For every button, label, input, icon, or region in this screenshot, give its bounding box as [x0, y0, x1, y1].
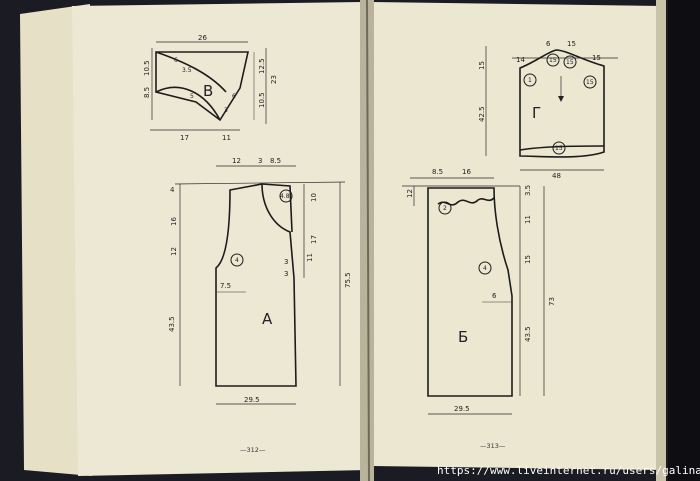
pattern-b-letter: В [203, 82, 213, 100]
pattern-b-dim-inner-d: 6 [232, 93, 236, 100]
pattern-g-dim-bottom: 48 [552, 172, 561, 180]
pattern-b-upper-curve [155, 51, 227, 93]
pattern-g-letter: Г [532, 104, 541, 122]
pattern-a-dim-collar-a: 3 [284, 258, 288, 266]
pattern-bb-outline [427, 187, 513, 397]
pattern-g-marker-4: 15 [586, 79, 594, 86]
pattern-a-neck-marker-circle [279, 189, 293, 203]
pattern-a-neck-marker: 4.8 [280, 193, 290, 200]
pattern-g-marker-3: 15 [566, 59, 574, 66]
pattern-bb-letter: Б [458, 328, 468, 346]
pattern-b-dim-inner-b: 6 [174, 57, 178, 64]
pattern-g-marker-5: 15 [555, 145, 563, 152]
pattern-bb-neck-marker-circle [438, 201, 452, 215]
pattern-a-side-marker: 4 [235, 257, 239, 264]
pattern-bb-dim-left-a: 12 [406, 189, 414, 198]
pattern-b-inner-curve [155, 86, 221, 121]
pattern-g-marker-3-circle [563, 55, 577, 69]
pattern-g-marker-2-circle [546, 53, 560, 67]
pattern-g-marker-1: 1 [528, 77, 532, 84]
pattern-b-dim-left-outer: 10.5 [143, 60, 151, 76]
pattern-bb-neck-marker: 2 [443, 205, 447, 212]
pattern-a-dim-right-c: 11 [306, 253, 314, 262]
right-page-edge [656, 0, 666, 481]
pattern-a-outline [215, 183, 297, 387]
pattern-a-dim-top-a: 12 [232, 157, 241, 165]
pattern-a-dim-top-b: 3 [258, 157, 262, 165]
pattern-bb-piece: 8.5 16 12 3.5 11 15 43.5 73 6 29.5 2 4 Б [402, 168, 556, 415]
pattern-b-dim-right-upper: 12.5 [258, 58, 266, 74]
pattern-b-dim-top: 26 [198, 34, 207, 42]
pattern-g-marker-4-circle [583, 75, 597, 89]
pattern-a-collar-strip [261, 183, 293, 233]
pattern-a-letter: А [262, 310, 273, 328]
pattern-a-dim-left-b: 16 [170, 217, 178, 226]
pattern-b-piece: 26 10.5 8.5 12.5 23 10.5 17 11 3.5 6 5 6… [143, 34, 278, 142]
pattern-g-band-curve [519, 145, 605, 151]
pattern-bb-side-marker: 4 [483, 265, 487, 272]
page-number-right: —313— [480, 442, 506, 450]
pattern-g-piece: 14 6 15 15 15 42.5 48 1 15 15 15 15 Г [478, 40, 618, 180]
page-right [370, 2, 664, 470]
page-left [72, 2, 368, 476]
pattern-g-arrow-head [558, 96, 564, 102]
watermark-url[interactable]: https://www.liveinternet.ru/users/galina [437, 464, 700, 477]
pattern-a-dim-right-total: 75.5 [344, 272, 352, 288]
pattern-b-dim-inner-a: 3.5 [182, 67, 192, 74]
pattern-bb-neck-wave [437, 197, 495, 206]
pattern-bb-dim-right-b: 11 [524, 215, 532, 224]
pattern-b-dim-inner-c: 5 [190, 93, 194, 100]
pattern-b-dim-right-total: 23 [270, 75, 278, 84]
pattern-bb-dim-bottom: 29.5 [454, 405, 470, 413]
pattern-a-dim-collar-b: 3 [284, 270, 288, 278]
pattern-a-dim-right-a: 10 [310, 193, 318, 202]
pattern-g-dim-top-c: 15 [567, 40, 576, 48]
pattern-bb-dim-right-a: 3.5 [524, 185, 532, 196]
pattern-a-dim-bottom: 29.5 [244, 396, 260, 404]
pattern-g-marker-1-circle [523, 73, 537, 87]
pattern-bb-dim-right-d: 43.5 [524, 326, 532, 342]
pattern-g-marker-2: 15 [549, 57, 557, 64]
pattern-a-piece: 12 3 8.5 4 16 12 43.5 10 17 11 75.5 3 3 … [168, 157, 352, 405]
pattern-b-dim-right-lower: 10.5 [258, 92, 266, 108]
pattern-g-dim-left-b: 42.5 [478, 106, 486, 122]
pattern-bb-dim-top-b: 16 [462, 168, 471, 176]
pattern-g-dim-top-d: 15 [592, 54, 601, 62]
pattern-b-dim-left-inner: 8.5 [143, 87, 151, 98]
pattern-g-dim-top-a: 14 [516, 56, 525, 64]
pattern-b-dim-bottom-left: 17 [180, 134, 189, 142]
pattern-bb-dim-mid: 6 [492, 292, 497, 300]
pattern-a-dim-top-c: 8.5 [270, 157, 281, 165]
pattern-bb-dim-right-c: 15 [524, 255, 532, 264]
pattern-a-dim-left-a: 4 [170, 186, 175, 194]
pattern-a-dim-small-left: 7.5 [220, 282, 231, 290]
pattern-g-outline [519, 49, 605, 158]
pattern-a-dim-left-d: 43.5 [168, 316, 176, 332]
pattern-bb-side-marker-circle [478, 261, 492, 275]
pattern-g-dim-top-b: 6 [546, 40, 551, 48]
spine-line [366, 0, 370, 481]
pattern-b-dim-inner-e: 3 [224, 107, 228, 114]
pattern-a-dim-right-b: 17 [310, 235, 318, 244]
pattern-a-dim-left-c: 12 [170, 247, 178, 256]
pattern-a-side-marker-circle [230, 253, 244, 267]
pattern-bb-dim-top-a: 8.5 [432, 168, 443, 176]
pattern-g-marker-5-circle [552, 141, 566, 155]
pattern-b-dim-bottom-right: 11 [222, 134, 231, 142]
pattern-bb-dim-right-total: 73 [548, 297, 556, 306]
page-number-left: —312— [240, 446, 266, 454]
right-dark-edge [668, 0, 700, 481]
pattern-a-top-extension [174, 181, 346, 185]
pattern-g-dim-left-a: 15 [478, 61, 486, 70]
